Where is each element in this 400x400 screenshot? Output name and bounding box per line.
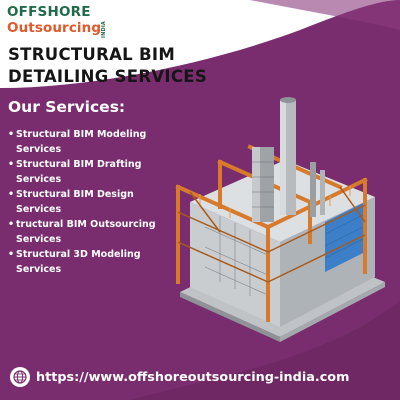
page-title: STRUCTURAL BIM DETAILING SERVICES <box>8 45 208 86</box>
logo-india: INDIA <box>101 20 108 38</box>
service-item: Structural BIM Modeling Services <box>8 127 158 157</box>
company-logo: OFFSHORE Outsourcing INDIA <box>7 4 108 38</box>
logo-outsourcing: Outsourcing <box>7 20 102 37</box>
website-link[interactable]: https://www.offshoreoutsourcing-india.co… <box>36 369 350 385</box>
services-heading: Our Services: <box>8 98 126 116</box>
service-item: Structural BIM Design Services <box>8 187 158 217</box>
services-list: Structural BIM Modeling Services Structu… <box>8 127 158 277</box>
logo-offshore: OFFSHORE <box>7 4 91 20</box>
service-item: Structural 3D Modeling Services <box>8 247 158 277</box>
globe-icon <box>10 367 30 387</box>
service-item: tructural BIM Outsourcing Services <box>8 217 158 247</box>
service-item: Structural BIM Drafting Services <box>8 157 158 187</box>
footer: https://www.offshoreoutsourcing-india.co… <box>10 367 349 387</box>
structural-plant-illustration <box>175 97 385 342</box>
